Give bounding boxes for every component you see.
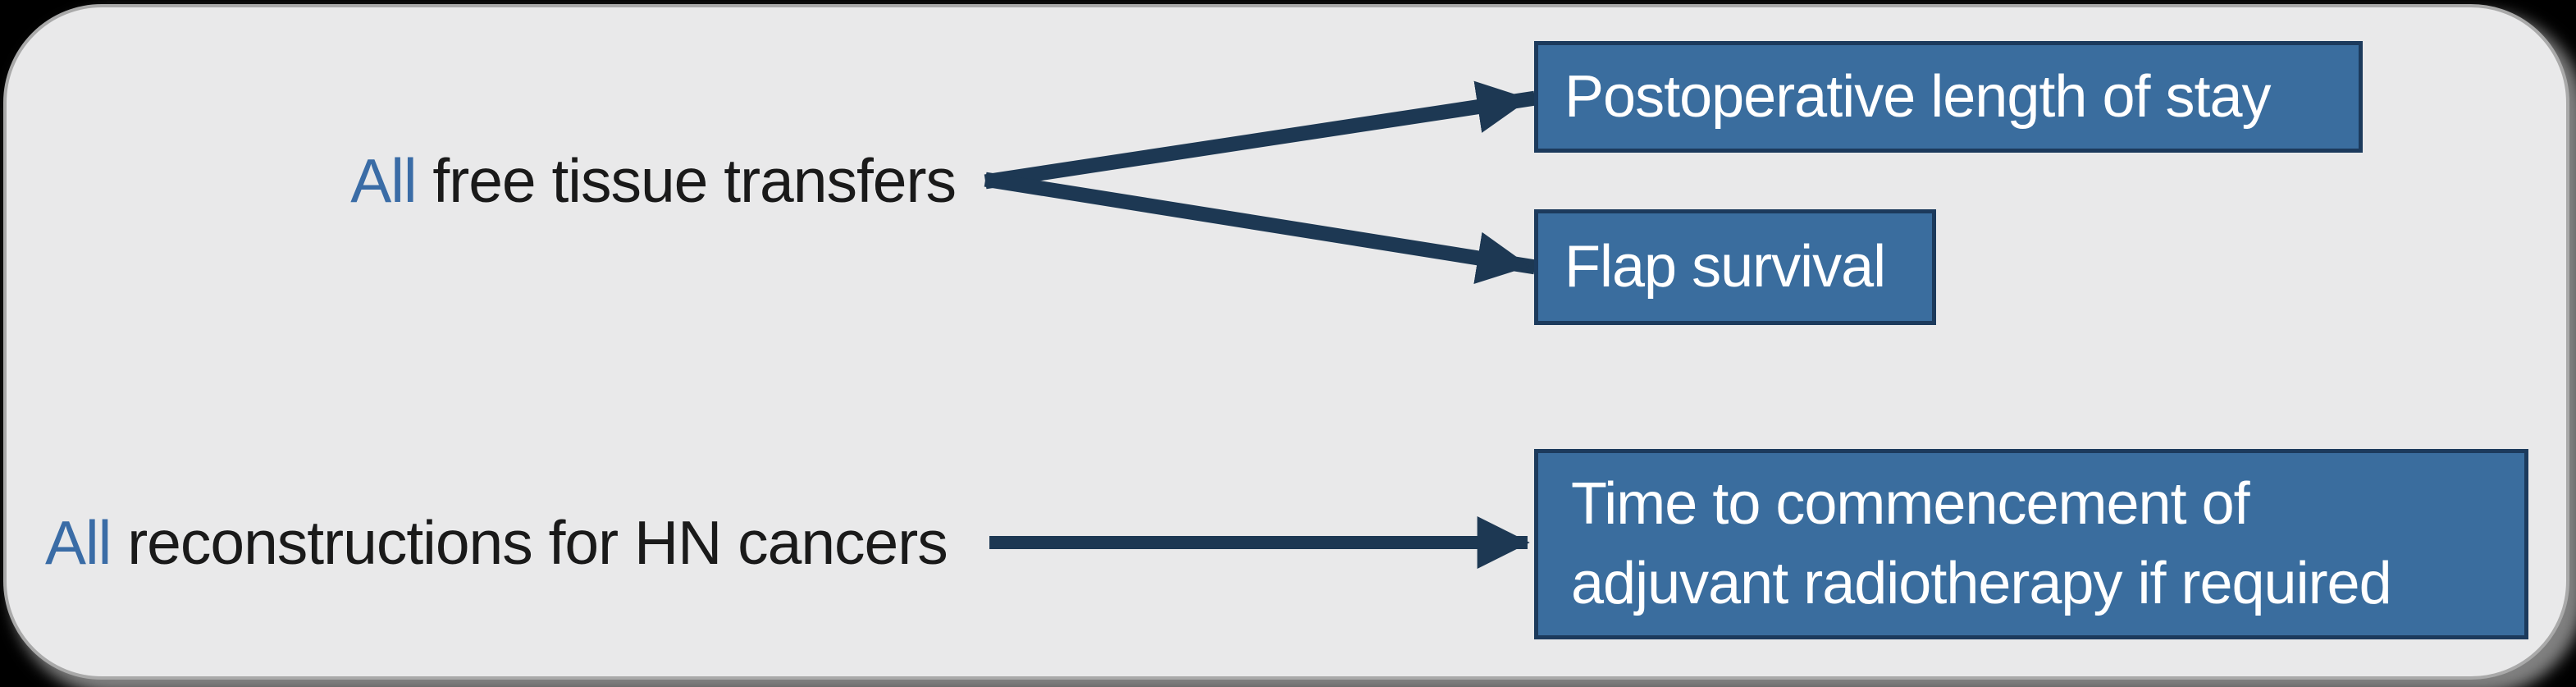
outcome-text: Postoperative length of stay: [1564, 63, 2272, 130]
outcome-box-time-to-adjuvant-radiotherapy: Time to commencement of adjuvant radioth…: [1534, 449, 2528, 639]
outcome-box-flap-survival: Flap survival: [1534, 209, 1936, 325]
outcome-box-postoperative-length-of-stay: Postoperative length of stay: [1534, 41, 2363, 153]
outcome-text-line-2: adjuvant radiotherapy if required: [1571, 551, 2392, 616]
label-highlight-all: All: [45, 508, 112, 577]
label-rest: reconstructions for HN cancers: [111, 508, 948, 577]
label-free-tissue-transfers: All free tissue transfers: [246, 146, 957, 215]
outcome-text-line-1: Time to commencement of: [1571, 471, 2250, 537]
label-highlight-all: All: [350, 146, 417, 215]
label-rest: free tissue transfers: [416, 146, 957, 215]
label-reconstructions-hn-cancers: All reconstructions for HN cancers: [45, 508, 1030, 577]
outcome-text: Flap survival: [1564, 234, 1886, 300]
